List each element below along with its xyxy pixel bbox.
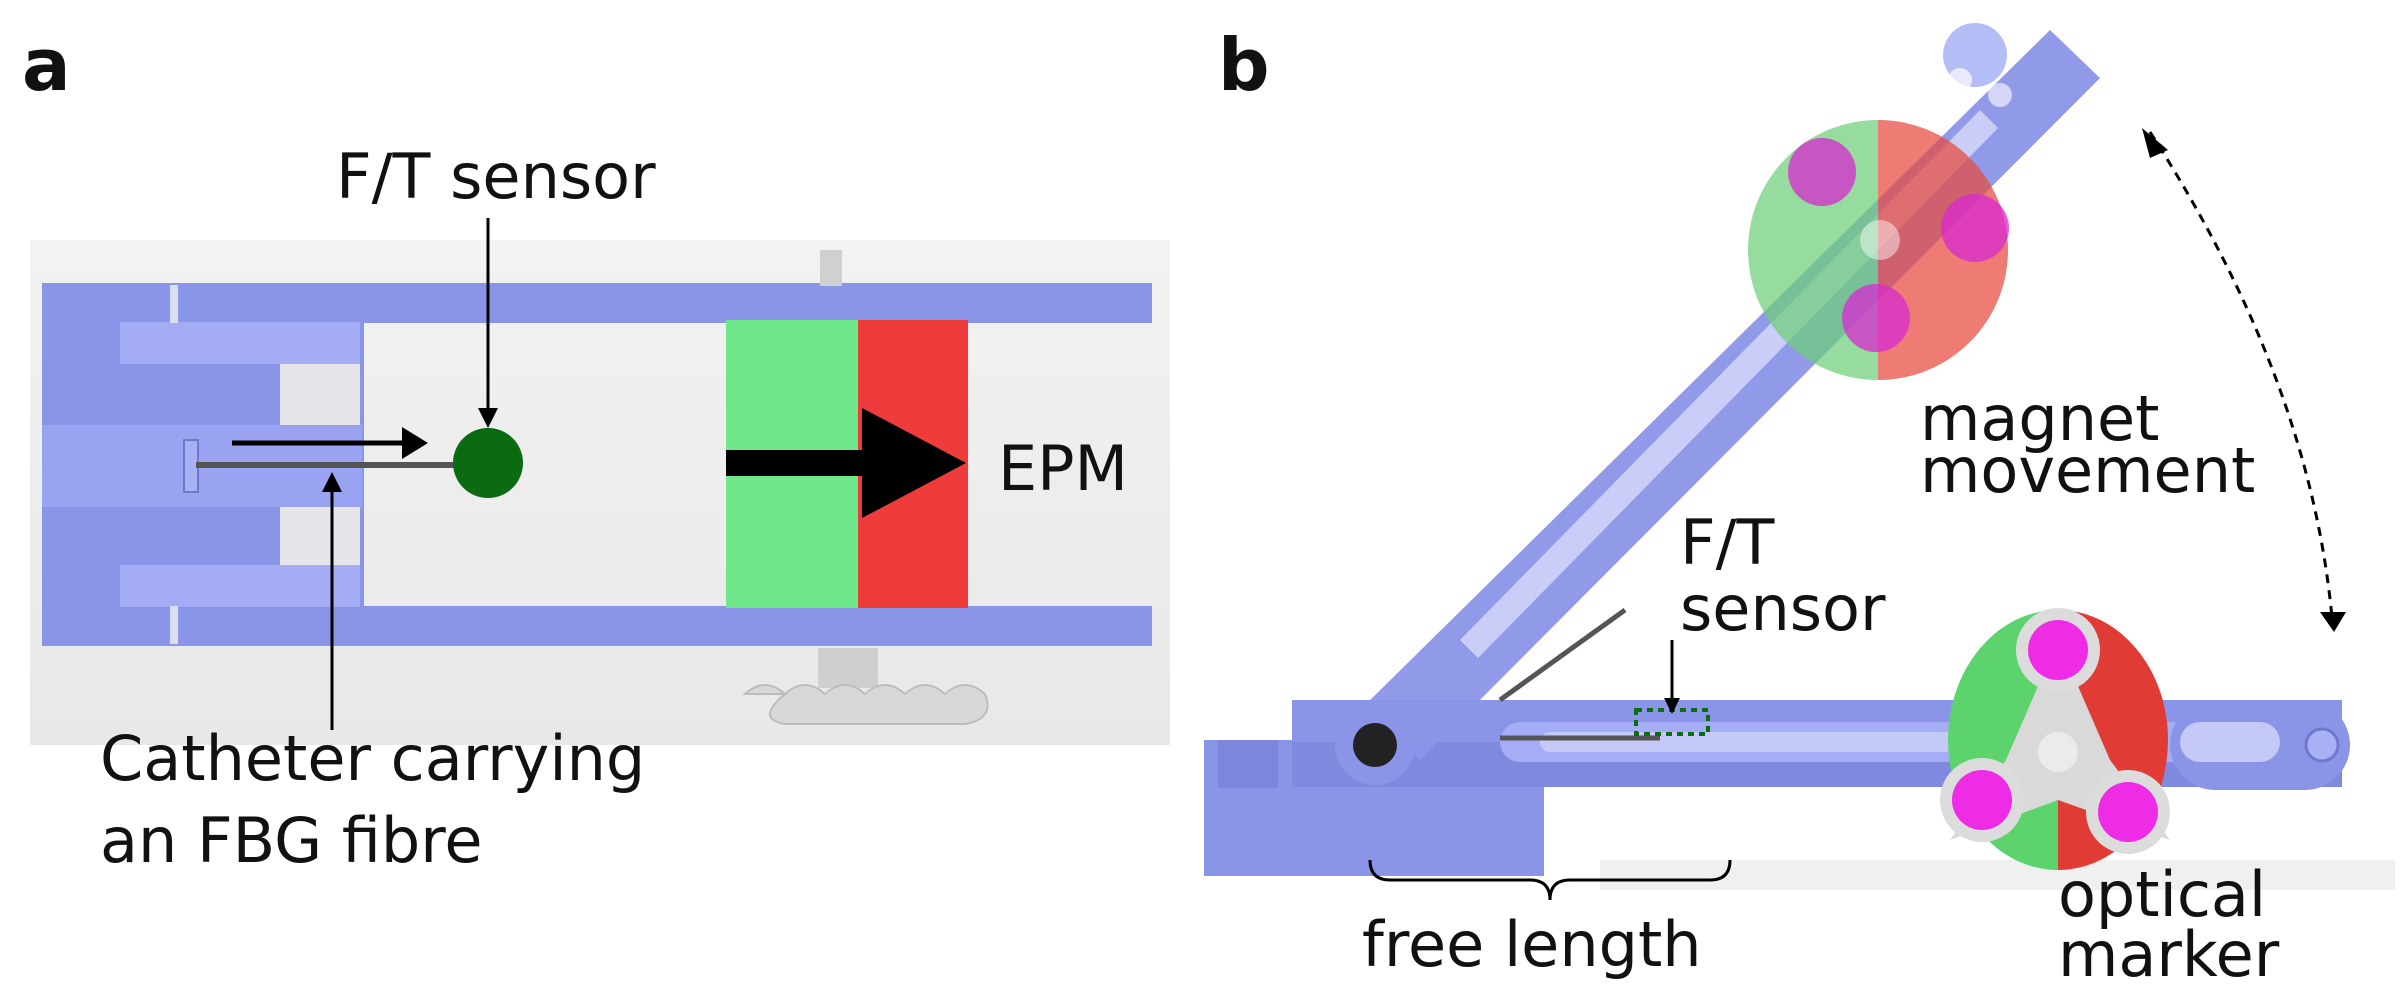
label-epm: EPM — [998, 432, 1128, 505]
label-ft-sensor-a: F/T sensor — [336, 140, 656, 213]
magnet-movement-arc-head-top — [2142, 128, 2168, 158]
upper-optical-marker — [1788, 138, 2009, 352]
epm-moment-arrow-head — [862, 408, 966, 518]
panel-a: a — [22, 23, 1170, 877]
catheter-b-deflected — [1498, 607, 1627, 703]
panel-a-frame — [42, 283, 1152, 646]
label-optical-marker-line1: optical — [2058, 858, 2266, 931]
leader-ft-sensor-a-head — [478, 408, 498, 428]
leader-catheter-head — [322, 472, 342, 492]
epm-moment-arrow-shaft — [726, 450, 866, 476]
pivot-pin — [1353, 723, 1397, 767]
label-magnet-movement-line1: magnet — [1920, 382, 2160, 455]
label-catheter-line1: Catheter carrying — [100, 722, 645, 795]
panel-a-letter: a — [22, 23, 71, 107]
label-optical-marker-line2: marker — [2058, 918, 2280, 991]
leader-ft-sensor-b-head — [1664, 698, 1680, 714]
label-free-length: free length — [1362, 908, 1702, 981]
panel-b: b — [1204, 23, 2395, 991]
free-length-brace — [1368, 859, 1732, 901]
lower-optical-marker — [1940, 608, 2170, 854]
panel-b-letter: b — [1218, 23, 1270, 107]
label-ft-sensor-b-line2: sensor — [1680, 572, 1886, 645]
label-catheter-line2: an FBG fibre — [100, 804, 483, 877]
label-magnet-movement-line2: movement — [1920, 434, 2255, 507]
ft-sensor-dot — [453, 428, 523, 498]
magnet-movement-arc-head-bottom — [2320, 612, 2346, 632]
magnet-movement-arc — [2148, 131, 2334, 619]
panel-b-ground-shadow — [1600, 860, 2395, 890]
label-ft-sensor-b-line1: F/T — [1680, 506, 1776, 579]
catheter-direction-arrow-head — [402, 427, 428, 459]
